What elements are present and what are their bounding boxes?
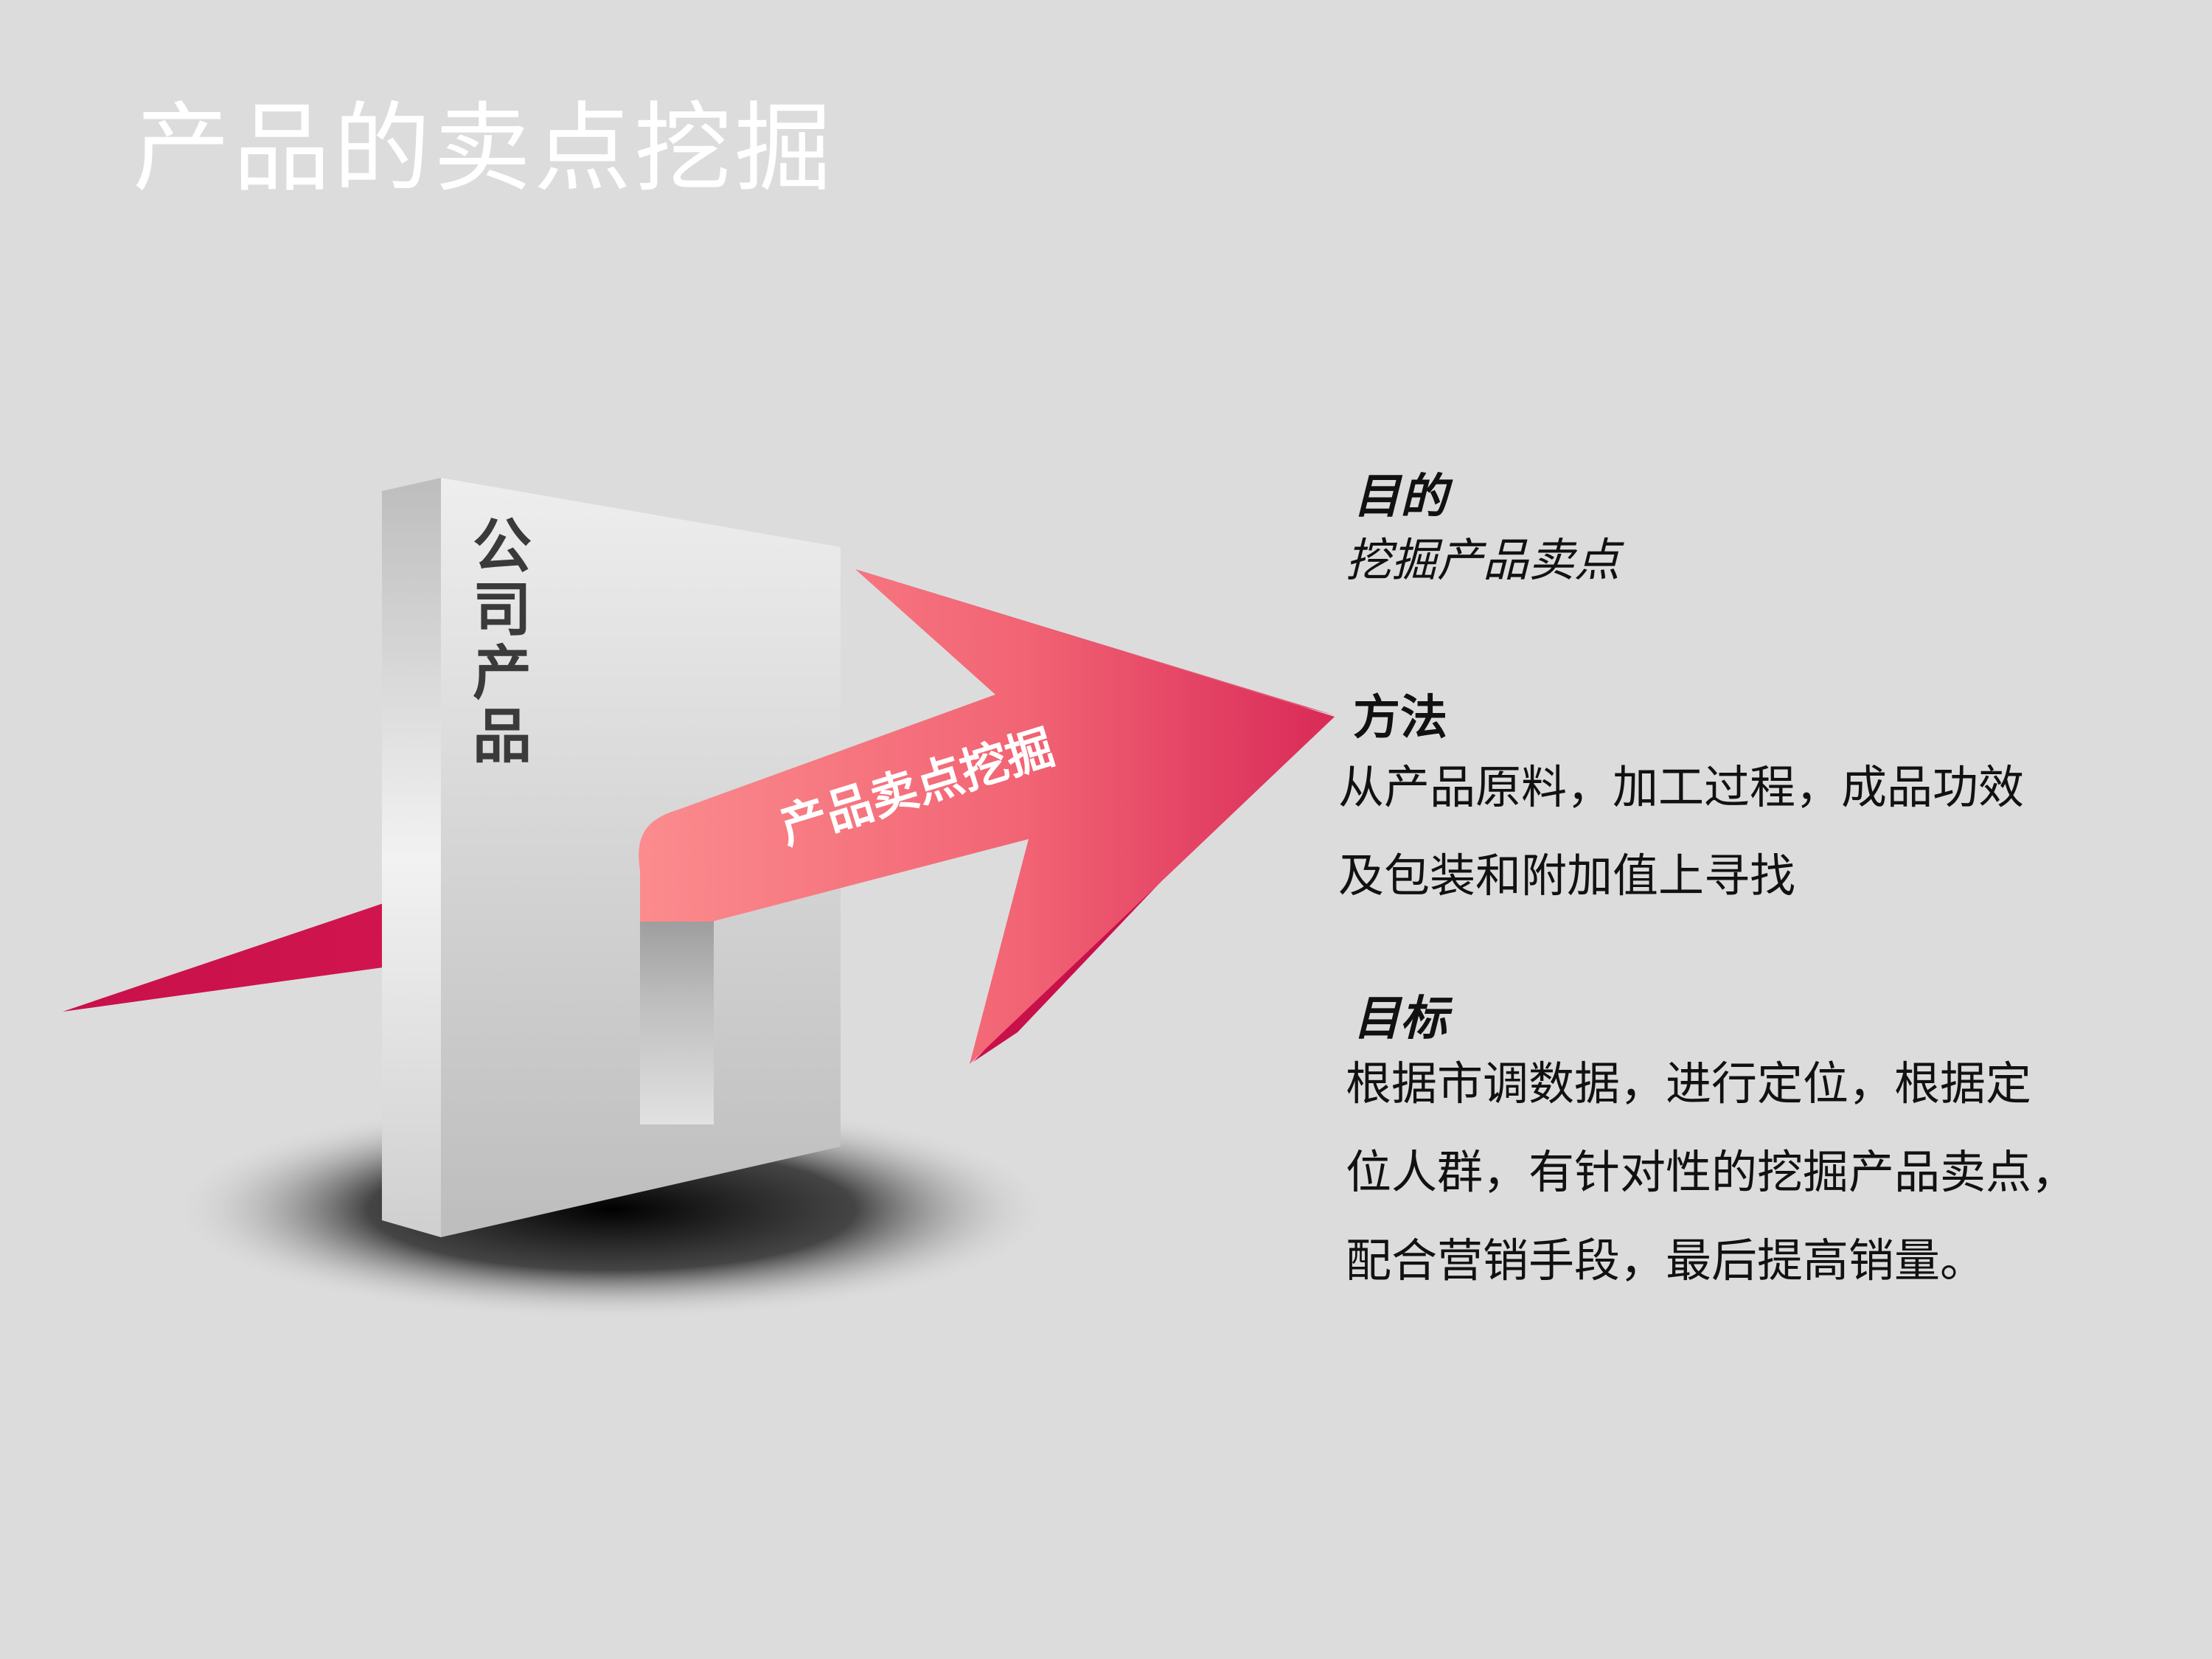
box-label: 公司产品 [463,515,531,768]
arrow-tail [63,903,383,1012]
purpose-text: 挖掘产品卖点 [1346,533,1621,587]
arrow-underside-top [855,569,1335,715]
method-text-line-2: 及包装和附加值上寻找 [1338,849,1796,902]
method-heading: 方法 [1353,691,1447,745]
goal-heading: 目标 [1353,992,1447,1046]
slide-title: 产品的卖点挖掘 [133,92,835,206]
purpose-heading: 目的 [1353,470,1447,524]
goal-text-line-3: 配合营销手段，最后提高销量。 [1346,1234,1986,1287]
box-side [382,478,441,1237]
arrow-shape [639,569,1335,1064]
goal-text-line-2: 位人群，有针对性的挖掘产品卖点， [1346,1145,2078,1199]
method-text-line-1: 从产品原料，加工过程，成品功效 [1338,760,2025,814]
goal-text-line-1: 根据市调数据，进行定位，根据定 [1346,1057,2032,1110]
